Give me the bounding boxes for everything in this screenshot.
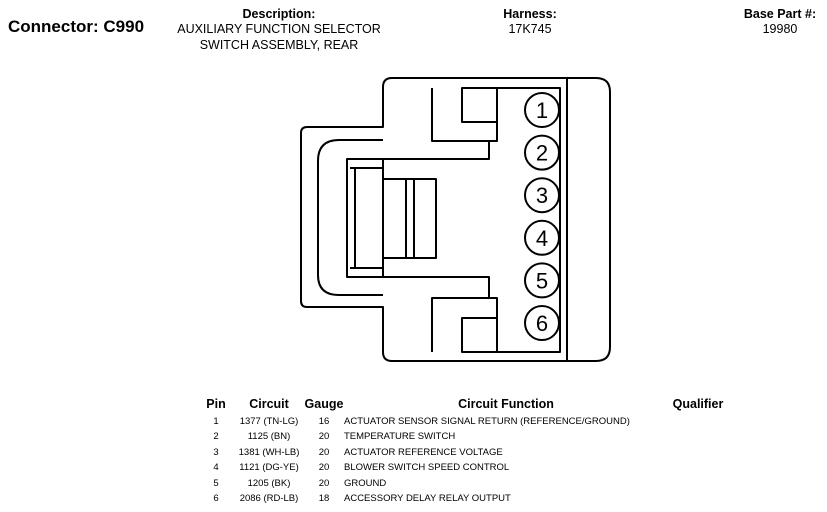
base-part-label: Base Part #: xyxy=(743,7,817,21)
description-block: Description: AUXILIARY FUNCTION SELECTOR… xyxy=(163,7,395,53)
pin-number-label: 5 xyxy=(536,268,548,293)
row-circuit: 1377 (TN-LG) xyxy=(239,416,299,427)
row-pin: 2 xyxy=(213,431,219,443)
pin-number-label: 4 xyxy=(536,226,548,251)
row-gauge: 16 xyxy=(318,416,330,427)
row-function: ACTUATOR SENSOR SIGNAL RETURN (REFERENCE… xyxy=(344,416,630,427)
header-gauge: Gauge xyxy=(304,397,344,411)
pin-circle-2 xyxy=(524,134,560,171)
row-circuit: 1205 (BK) xyxy=(247,477,291,489)
harness-value: 17K745 xyxy=(508,22,552,36)
row-gauge: 20 xyxy=(318,477,330,489)
base-part-block: Base Part #: 19980 xyxy=(730,7,827,37)
row-pin: 3 xyxy=(213,446,219,458)
row-gauge: 18 xyxy=(318,493,330,505)
row-gauge: 20 xyxy=(318,446,330,458)
pin-number-label: 6 xyxy=(536,311,548,336)
table-row: 4 1121 (DG-YE) 20 BLOWER SWITCH SPEED CO… xyxy=(198,460,728,475)
row-function: ACTUATOR REFERENCE VOLTAGE xyxy=(344,446,503,458)
pin-number-label: 1 xyxy=(536,98,548,123)
row-gauge: 20 xyxy=(318,431,330,443)
base-part-value: 19980 xyxy=(762,22,798,36)
description-label: Description: xyxy=(242,7,316,21)
row-pin: 6 xyxy=(213,493,219,505)
row-circuit: 2086 (RD-LB) xyxy=(239,493,299,505)
description-line-1: AUXILIARY FUNCTION SELECTOR xyxy=(177,22,381,36)
pin-circles: 1 2 3 4 5 6 xyxy=(524,92,560,341)
table-row: 6 2086 (RD-LB) 18 ACCESSORY DELAY RELAY … xyxy=(198,491,728,506)
row-qualifier xyxy=(668,445,728,460)
pin-table-header: Pin Circuit Gauge Circuit Function Quali… xyxy=(198,397,728,414)
description-line-2: SWITCH ASSEMBLY, REAR xyxy=(199,38,359,52)
header-function: Circuit Function xyxy=(458,397,554,411)
row-qualifier xyxy=(668,476,728,491)
row-function: GROUND xyxy=(344,477,387,489)
row-circuit: 1125 (BN) xyxy=(247,431,291,443)
connector-title: Connector: C990 xyxy=(8,17,145,36)
table-row: 3 1381 (WH-LB) 20 ACTUATOR REFERENCE VOL… xyxy=(198,445,728,460)
row-pin: 5 xyxy=(213,477,219,489)
row-pin: 1 xyxy=(213,416,219,427)
row-qualifier xyxy=(668,429,728,444)
pin-circle-3 xyxy=(524,177,560,214)
table-row: 1 1377 (TN-LG) 16 ACTUATOR SENSOR SIGNAL… xyxy=(198,414,728,429)
harness-label: Harness: xyxy=(503,7,557,21)
pin-table: Pin Circuit Gauge Circuit Function Quali… xyxy=(198,397,728,506)
pin-number-label: 3 xyxy=(536,183,548,208)
header-qualifier: Qualifier xyxy=(672,397,724,411)
row-qualifier xyxy=(668,414,728,429)
table-row: 2 1125 (BN) 20 TEMPERATURE SWITCH xyxy=(198,429,728,444)
pin-circle-6 xyxy=(524,305,560,341)
harness-block: Harness: 17K745 xyxy=(480,7,580,37)
row-qualifier xyxy=(668,460,728,475)
pin-circle-1 xyxy=(524,92,560,128)
row-function: TEMPERATURE SWITCH xyxy=(344,431,456,443)
row-pin: 4 xyxy=(213,462,219,474)
header-pin: Pin xyxy=(206,397,226,411)
table-row: 5 1205 (BK) 20 GROUND xyxy=(198,476,728,491)
row-circuit: 1121 (DG-YE) xyxy=(239,462,299,474)
pin-circle-4 xyxy=(524,219,560,256)
row-function: BLOWER SWITCH SPEED CONTROL xyxy=(344,462,510,474)
row-gauge: 20 xyxy=(318,462,330,474)
row-qualifier xyxy=(668,491,728,506)
header-circuit: Circuit xyxy=(249,397,289,411)
pin-circle-5 xyxy=(524,262,560,299)
row-function: ACCESSORY DELAY RELAY OUTPUT xyxy=(344,493,511,505)
pin-number-label: 2 xyxy=(536,141,548,166)
row-circuit: 1381 (WH-LB) xyxy=(238,446,300,458)
connector-body xyxy=(300,77,611,362)
